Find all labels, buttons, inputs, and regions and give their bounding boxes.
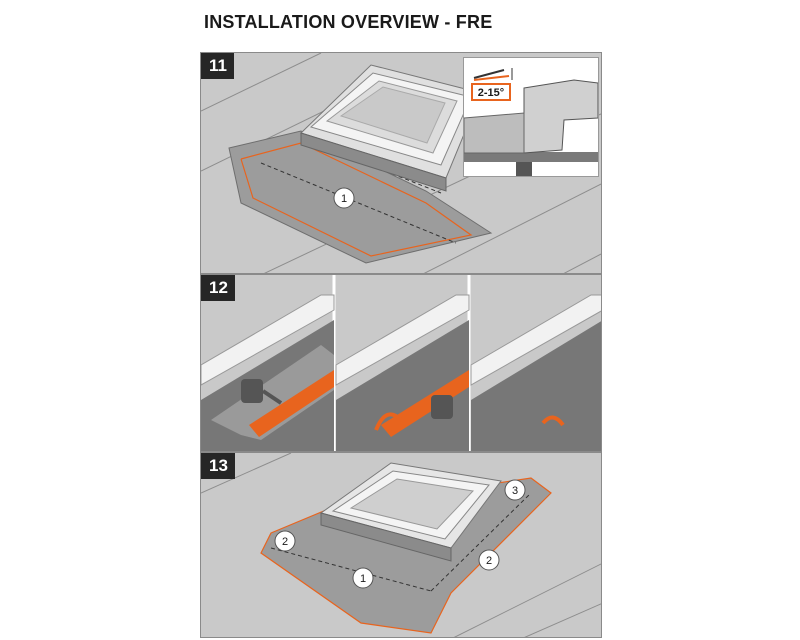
- svg-text:1: 1: [360, 573, 366, 585]
- step-11-illustration: 1: [201, 53, 601, 273]
- angle-box: [471, 83, 511, 101]
- svg-text:1: 1: [341, 193, 347, 205]
- step-badge-13: 13: [201, 453, 235, 479]
- step-12b: [335, 294, 470, 451]
- step-12c: [470, 294, 601, 451]
- step-badge-12: 12: [201, 275, 235, 301]
- roof-deck: [464, 152, 598, 162]
- svg-text:3: 3: [512, 485, 518, 497]
- step-12-illustration: [201, 275, 601, 451]
- svg-text:2: 2: [486, 555, 492, 567]
- step-12-panel: 12: [200, 274, 602, 452]
- step-13-illustration: 2 1 2 3: [201, 453, 601, 637]
- svg-text:2: 2: [282, 536, 288, 548]
- step-11-panel: 11 1: [200, 52, 602, 274]
- heat-gun-icon: [241, 379, 263, 403]
- callout-13-2-right: 2: [478, 549, 500, 571]
- curved-arrow-icon-2: [541, 415, 565, 427]
- callout-13-2-left: 2: [274, 530, 296, 552]
- callout-1: 1: [333, 187, 355, 209]
- step-badge-11: 11: [201, 53, 234, 79]
- step-12a: [201, 294, 335, 451]
- step-13-panel: 13 2 1 2 3: [200, 452, 602, 638]
- callout-13-3: 3: [504, 479, 526, 501]
- angle-label: 2-15°: [478, 87, 504, 99]
- diagram-title: INSTALLATION OVERVIEW - FRE: [204, 12, 493, 32]
- step-11-inset: 2-15°: [463, 57, 599, 177]
- heat-gun-icon-2: [431, 395, 453, 419]
- callout-13-1: 1: [352, 567, 374, 589]
- curved-arrow-icon: [374, 412, 403, 431]
